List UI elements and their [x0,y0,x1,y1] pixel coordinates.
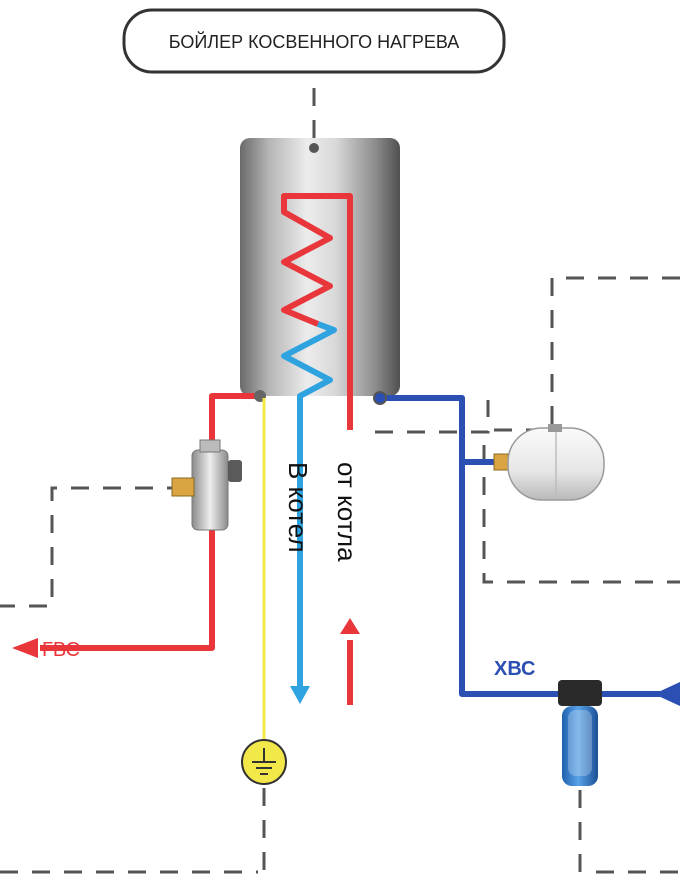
to-boiler-label: В котел [283,462,313,553]
dashed-connection-lines [0,88,680,876]
tank-top-port [309,143,319,153]
ground-symbol-icon [241,739,287,785]
dashed-tank-bottom [375,400,490,434]
cold-inlet-port [373,391,387,405]
dashed-left-loop [0,486,185,608]
diagram-title: БОЙЛЕР КОСВЕННОГО НАГРЕВА [169,31,460,52]
from-boiler-label: от котла [332,462,362,562]
hot-water-label: ГВС [42,639,80,661]
cold-water-arrow-icon [654,682,680,706]
supply-arrow-icon [340,618,360,634]
dashed-loop-right-lower [482,445,680,584]
dashed-loop-right [490,276,680,432]
mixing-valve-icon [171,439,242,531]
cold-water-label: ХВС [494,658,535,680]
coil-cool-part [281,321,337,430]
title-box: БОЙЛЕР КОСВЕННОГО НАГРЕВА [122,8,506,74]
water-filter-icon [558,680,602,786]
heating-coil [281,193,353,430]
expansion-tank-icon [493,424,605,501]
hot-water-arrow-icon [12,638,38,658]
cold-water-pipe [380,395,560,697]
boiler-tank [240,138,400,396]
return-arrow-icon [290,686,310,704]
coil-hot-part [281,193,353,430]
